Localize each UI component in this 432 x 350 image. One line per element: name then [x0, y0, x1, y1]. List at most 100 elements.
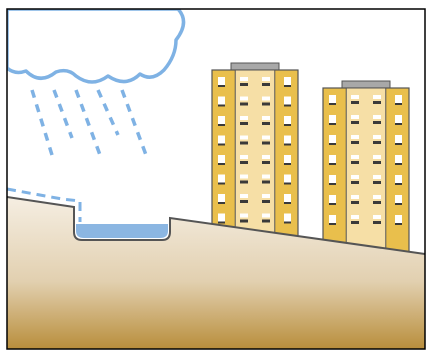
window	[218, 194, 225, 203]
window	[351, 201, 359, 204]
window	[284, 194, 291, 203]
window	[262, 142, 270, 145]
window	[373, 115, 381, 119]
window	[240, 200, 248, 203]
window	[395, 183, 402, 185]
window	[262, 200, 270, 203]
window	[395, 223, 402, 225]
window	[373, 195, 381, 199]
window	[240, 122, 248, 125]
window	[218, 97, 225, 106]
window	[240, 97, 248, 101]
window	[373, 155, 381, 159]
window	[351, 181, 359, 184]
window	[373, 101, 381, 104]
window	[329, 215, 336, 224]
window	[373, 95, 381, 99]
window	[284, 222, 291, 224]
window	[329, 95, 336, 104]
window	[351, 135, 359, 139]
window	[218, 175, 225, 184]
window	[284, 183, 291, 185]
window	[218, 124, 225, 126]
window	[329, 183, 336, 185]
window	[351, 155, 359, 159]
window	[395, 95, 402, 104]
window	[262, 122, 270, 125]
retention-pond	[76, 224, 168, 238]
window	[373, 141, 381, 144]
building-center-column	[346, 88, 386, 258]
window	[262, 214, 270, 218]
window	[284, 124, 291, 126]
window	[329, 155, 336, 164]
window	[218, 214, 225, 223]
window	[240, 103, 248, 106]
window	[218, 136, 225, 145]
window	[218, 105, 225, 107]
window	[329, 143, 336, 145]
window	[240, 194, 248, 198]
window	[284, 116, 291, 125]
window	[395, 195, 402, 204]
window	[351, 95, 359, 99]
window	[218, 116, 225, 125]
window	[373, 221, 381, 224]
window	[395, 215, 402, 224]
window	[262, 97, 270, 101]
window	[284, 85, 291, 87]
window	[284, 105, 291, 107]
window	[262, 181, 270, 184]
building-roof	[342, 81, 390, 88]
window	[218, 163, 225, 165]
window	[262, 83, 270, 86]
window	[373, 175, 381, 179]
window	[218, 77, 225, 86]
window	[240, 136, 248, 140]
window	[284, 155, 291, 164]
window	[329, 203, 336, 205]
window	[218, 202, 225, 204]
window	[240, 161, 248, 164]
window	[262, 103, 270, 106]
window	[262, 220, 270, 223]
window	[351, 115, 359, 119]
window	[395, 143, 402, 145]
window	[329, 115, 336, 124]
window	[351, 221, 359, 224]
window	[329, 123, 336, 125]
window	[351, 101, 359, 104]
window	[284, 202, 291, 204]
window	[240, 181, 248, 184]
window	[262, 155, 270, 159]
window	[262, 77, 270, 81]
window	[395, 103, 402, 105]
window	[329, 223, 336, 225]
window	[395, 163, 402, 165]
window	[329, 103, 336, 105]
rain-cloud-icon	[7, 9, 184, 82]
window	[218, 144, 225, 146]
window	[284, 136, 291, 145]
window	[373, 121, 381, 124]
window	[395, 135, 402, 144]
window	[262, 116, 270, 120]
window	[240, 142, 248, 145]
window	[284, 214, 291, 223]
window	[395, 115, 402, 124]
window	[284, 144, 291, 146]
window	[284, 163, 291, 165]
window	[351, 195, 359, 199]
window	[351, 215, 359, 219]
window	[262, 136, 270, 140]
window	[240, 175, 248, 179]
window	[329, 195, 336, 204]
window	[240, 220, 248, 223]
window	[240, 116, 248, 120]
window	[284, 97, 291, 106]
window	[262, 161, 270, 164]
window	[284, 175, 291, 184]
window	[329, 163, 336, 165]
window	[351, 121, 359, 124]
